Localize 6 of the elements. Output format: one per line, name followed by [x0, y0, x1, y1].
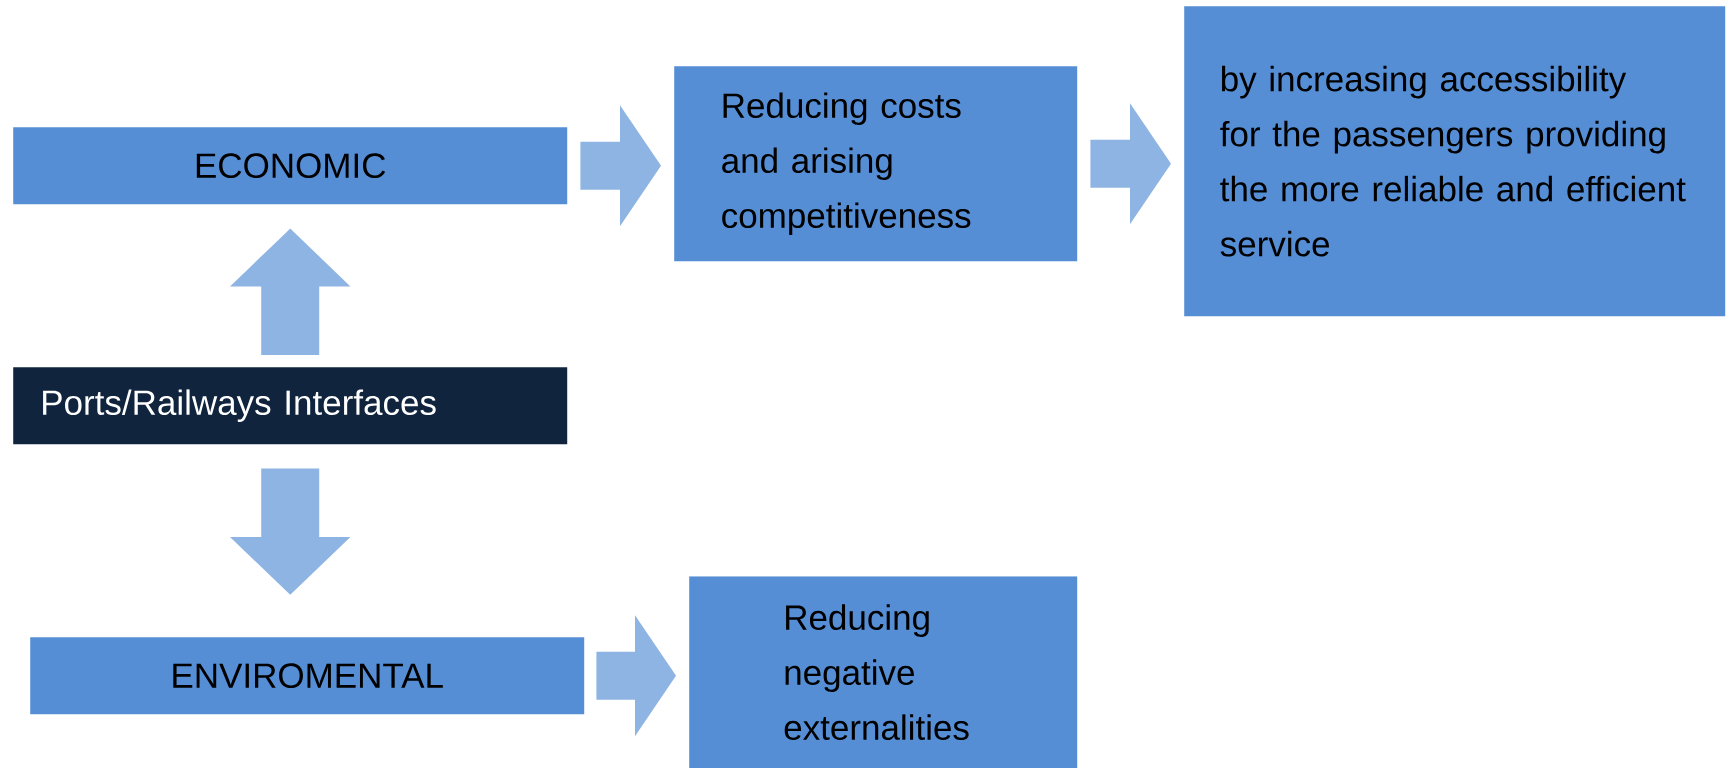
process-box: by increasing accessibility for the passengers providing the more reliable and efficient service: [1184, 6, 1726, 317]
process-box: ENVIROMENTAL: [30, 637, 585, 715]
process-box: Reducing negative externalities: [689, 576, 1078, 768]
process-box: ECONOMIC: [13, 127, 568, 205]
process-box: Ports/Railways Interfaces: [13, 367, 568, 445]
process-box: Reducing costs and arising competitiveness: [674, 66, 1078, 262]
